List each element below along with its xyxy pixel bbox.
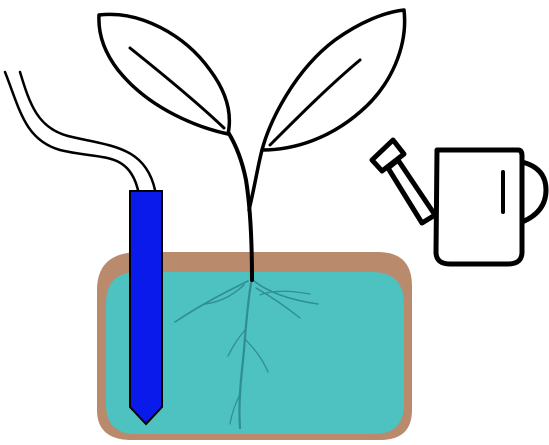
- moisture-sensor-probe-icon: [130, 191, 162, 424]
- watering-can-spout: [388, 160, 435, 223]
- watering-can-body: [436, 150, 522, 264]
- watering-can-handle: [522, 162, 546, 222]
- plant-stem-right: [249, 150, 262, 210]
- sensor-cable-icon: [5, 72, 155, 190]
- leaf-right: [262, 10, 405, 150]
- watering-can-icon: [372, 140, 546, 264]
- sensor-probe-body: [130, 191, 162, 424]
